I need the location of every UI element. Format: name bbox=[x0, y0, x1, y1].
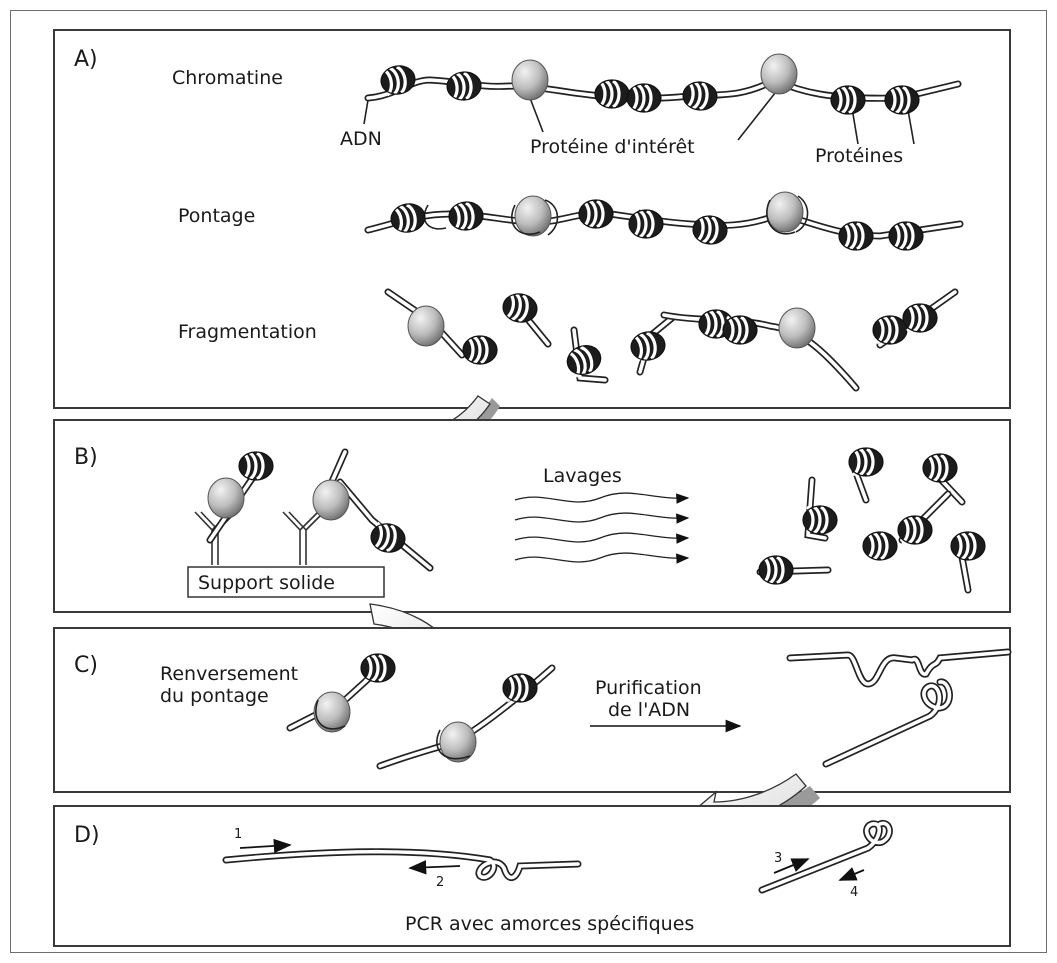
nucleosome bbox=[361, 654, 395, 682]
nucleosome bbox=[579, 200, 613, 228]
panel-a-letter: A) bbox=[74, 47, 98, 72]
label-support-solide: Support solide bbox=[198, 572, 335, 594]
nucleosome bbox=[831, 86, 865, 114]
crosslinked-protein-2 bbox=[767, 192, 803, 232]
callout-adn: ADN bbox=[340, 128, 382, 150]
fragment-protein-1 bbox=[408, 306, 444, 346]
nucleosome bbox=[873, 316, 907, 344]
nucleosome bbox=[803, 506, 837, 534]
caption-pcr: PCR avec amorces spécifiques bbox=[405, 913, 694, 935]
label-renversement-2: du pontage bbox=[160, 685, 269, 707]
nucleosome bbox=[629, 210, 663, 238]
callout-proteine-interet: Protéine d'intérêt bbox=[530, 136, 695, 158]
primer-2-label: 2 bbox=[436, 875, 444, 890]
nucleosome bbox=[898, 516, 932, 544]
nucleosome bbox=[839, 222, 873, 250]
crosslinked-protein-1 bbox=[515, 196, 551, 236]
panel-d-letter: D) bbox=[74, 823, 100, 848]
nucleosome bbox=[503, 674, 537, 702]
protein-of-interest-1 bbox=[512, 60, 548, 100]
label-lavages: Lavages bbox=[543, 465, 622, 487]
nucleosome bbox=[627, 84, 661, 112]
bound-protein-1 bbox=[208, 478, 244, 518]
nucleosome bbox=[239, 452, 273, 480]
panel-b-letter: B) bbox=[74, 445, 98, 470]
fragment-protein-2 bbox=[779, 308, 815, 348]
label-chromatine: Chromatine bbox=[172, 67, 283, 89]
nucleosome bbox=[863, 532, 897, 560]
nucleosome bbox=[885, 86, 919, 114]
nucleosome bbox=[723, 316, 757, 344]
nucleosome bbox=[463, 336, 497, 364]
primer-4-label: 4 bbox=[850, 885, 858, 900]
nucleosome bbox=[923, 454, 957, 482]
label-pontage: Pontage bbox=[178, 205, 255, 227]
nucleosome bbox=[849, 448, 883, 476]
nucleosome bbox=[903, 304, 937, 332]
primer-1-label: 1 bbox=[234, 827, 242, 842]
bound-protein-2 bbox=[313, 480, 349, 520]
label-purification-2: de l'ADN bbox=[608, 699, 690, 721]
label-renversement-1: Renversement bbox=[160, 663, 298, 685]
protein-of-interest-2 bbox=[761, 54, 797, 94]
label-purification-1: Purification bbox=[595, 677, 702, 699]
label-fragmentation: Fragmentation bbox=[178, 321, 317, 343]
nucleosome bbox=[595, 80, 629, 108]
nucleosome bbox=[759, 556, 793, 584]
panel-c bbox=[54, 628, 1010, 792]
nucleosome bbox=[889, 222, 923, 250]
nucleosome bbox=[951, 532, 985, 560]
primer-3-label: 3 bbox=[774, 851, 782, 866]
callout-proteines: Protéines bbox=[815, 145, 903, 167]
panel-c-letter: C) bbox=[74, 653, 98, 678]
